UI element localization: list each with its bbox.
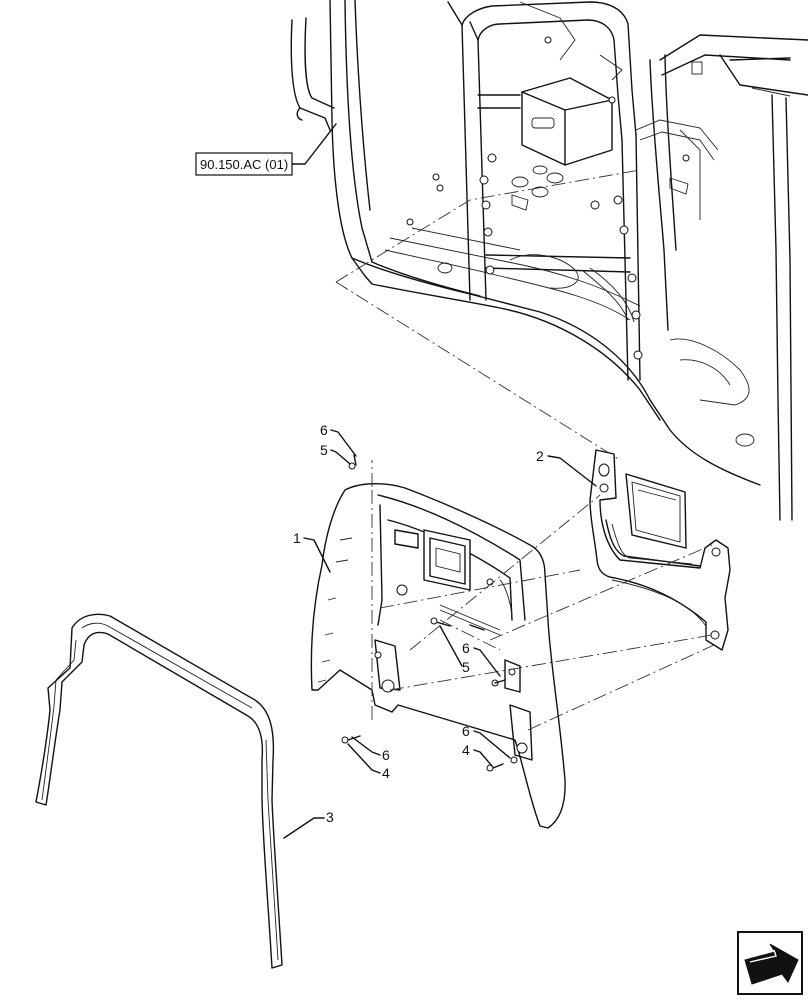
leader-line [473,730,511,759]
leader-line [330,449,351,465]
alignment-line [379,569,581,609]
callout-label: 4 [462,742,470,758]
alignment-line [335,169,641,283]
callout-5-top: 5 [320,442,351,465]
callout-5-mid: 5 [439,625,470,675]
callout-6-left: 6 [351,736,390,763]
callout-3: 3 [283,809,334,839]
callout-6-top: 6 [320,422,357,457]
callout-label: 3 [326,809,334,825]
alignment-line [527,644,715,731]
cab-frame-assembly [290,0,808,521]
callout-label: 5 [320,442,328,458]
alignment-line [389,634,713,691]
leader-line [547,455,597,487]
leader-line [291,123,337,165]
callout-6-mid: 6 [462,640,501,677]
reference-label-text[interactable]: 90.150.AC (01) [200,157,288,172]
callout-label: 6 [320,422,328,438]
callout-6-right: 6 [462,723,511,759]
alignment-line [409,494,601,651]
part-3-door-seal [35,613,283,969]
fastener-bolts [341,454,518,772]
leader-line [473,749,493,767]
callout-label: 6 [462,723,470,739]
callout-4-left: 4 [347,743,390,781]
leader-line [330,429,357,457]
callout-label: 6 [382,747,390,763]
reference-callout[interactable]: 90.150.AC (01) [195,123,337,176]
part-2-seal-plate [589,449,731,651]
leader-line [473,647,501,677]
callout-label: 5 [462,659,470,675]
callout-label: 6 [462,640,470,656]
callout-4-right: 4 [462,742,493,767]
leader-line [347,743,381,774]
next-page-arrow-icon[interactable] [737,931,803,995]
alignment-line [335,281,621,461]
leader-line [303,537,331,573]
part-1-rear-panel [310,483,566,829]
callout-label: 4 [382,765,390,781]
callout-2: 2 [536,448,597,487]
leader-line [439,625,463,667]
callout-1: 1 [293,530,331,573]
callout-label: 1 [293,530,301,546]
alignment-line [439,619,501,651]
leader-line [351,736,381,756]
alignment-line [489,544,713,641]
leader-line [283,817,325,839]
callout-label: 2 [536,448,544,464]
